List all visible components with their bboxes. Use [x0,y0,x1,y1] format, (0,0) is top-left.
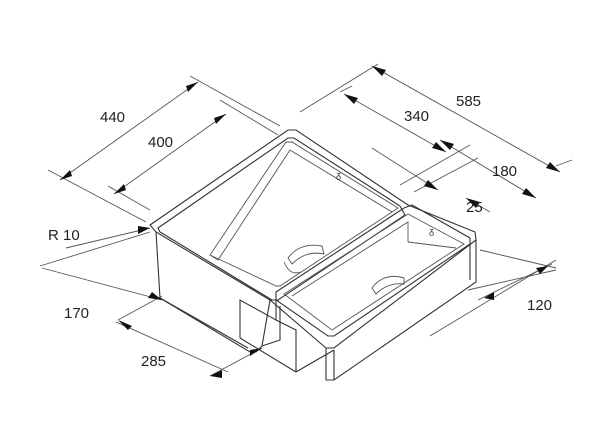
dim-25-label: 25 [466,199,483,216]
dim-170-label: 170 [64,305,89,322]
svg-text:ᵹ: ᵹ [336,170,341,180]
dimension-lines [39,63,573,377]
dim-180-label: 180 [492,163,517,180]
dim-440-label: 440 [100,109,125,126]
svg-text:ᵹ: ᵹ [429,226,434,236]
dim-285-label: 285 [141,353,166,370]
dim-120-label: 120 [527,297,552,314]
radius-r10-label: R 10 [48,227,80,244]
dim-400-label: 400 [148,134,173,151]
dim-585-label: 585 [456,93,481,110]
dim-340-label: 340 [404,108,429,125]
sink-outline: ᵹ ᵹ [149,129,477,381]
dimension-arrowheads [60,66,560,378]
